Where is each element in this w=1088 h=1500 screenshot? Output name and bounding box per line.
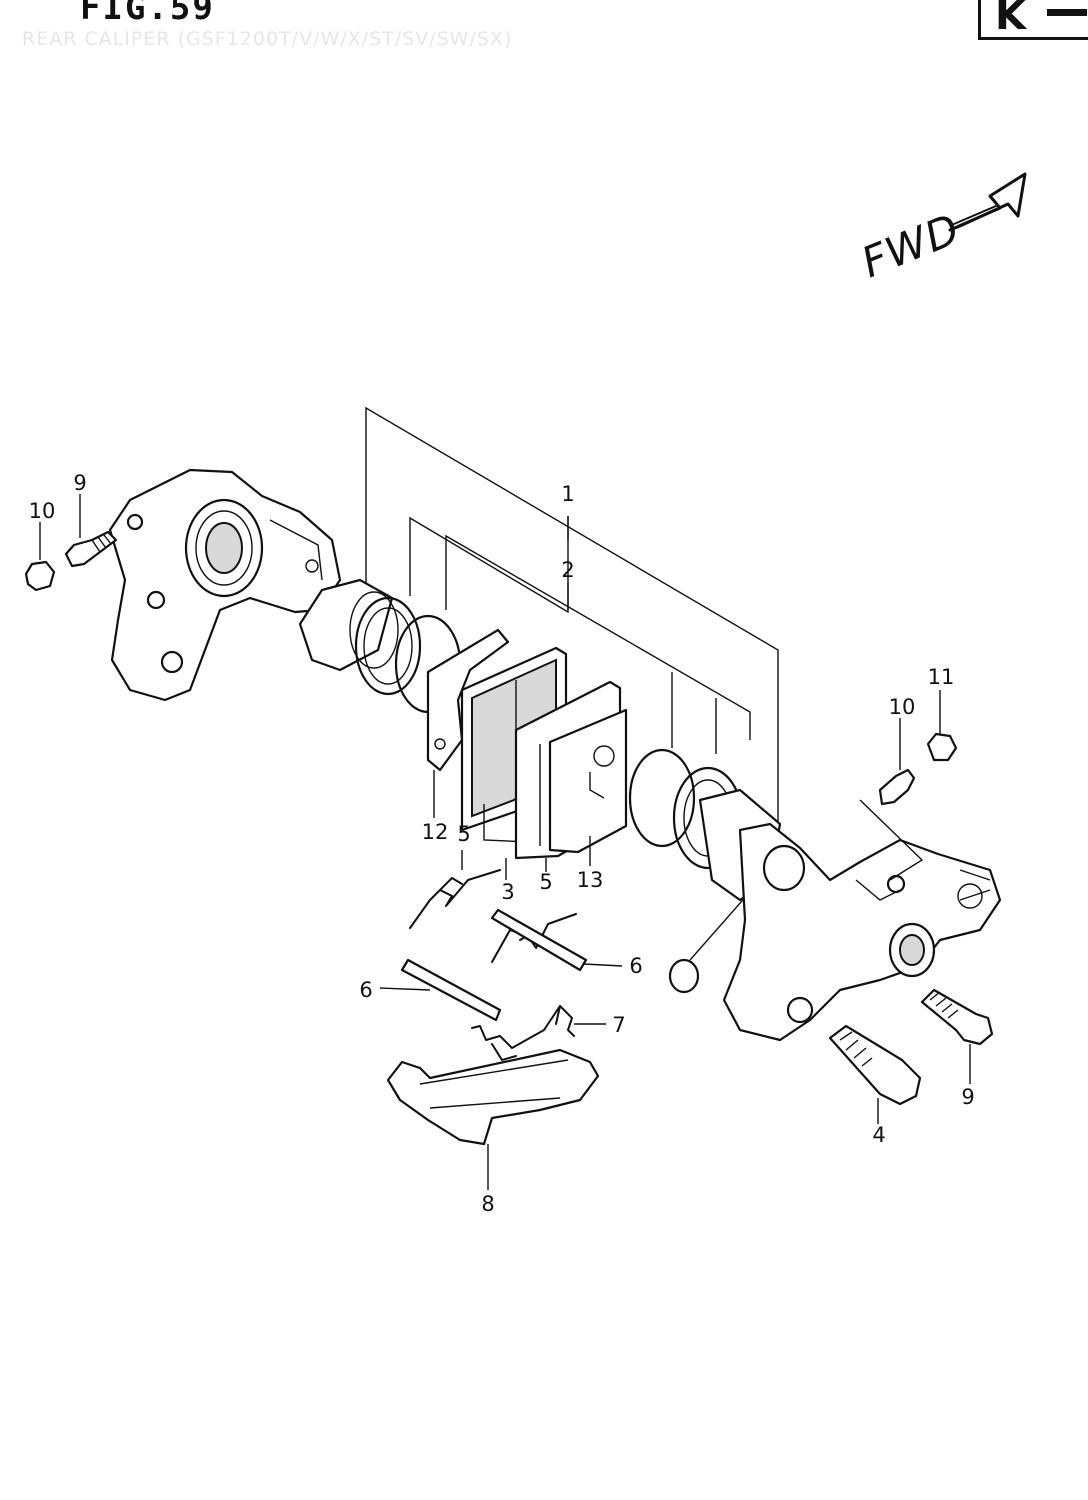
callout-9-left: 9 xyxy=(73,471,87,495)
section-box: K xyxy=(978,0,1088,40)
callout-7: 7 xyxy=(612,1013,626,1037)
pad-cover xyxy=(386,1048,600,1146)
forward-arrow-icon xyxy=(948,172,1027,232)
callout-9-right: 10 xyxy=(888,695,916,719)
pin-clip xyxy=(471,1005,575,1061)
pad-pin-upper xyxy=(490,908,588,972)
callout-5-lower: 5 xyxy=(539,870,553,894)
callout-1: 1 xyxy=(561,482,575,506)
pad-pin-lower xyxy=(400,958,502,1022)
piston-left xyxy=(298,578,399,672)
pad-spring-upper xyxy=(409,869,501,929)
section-dash xyxy=(1047,9,1087,16)
callout-10-left: 10 xyxy=(28,499,56,523)
assembly-brackets xyxy=(365,406,779,961)
callout-12: 13 xyxy=(576,868,604,892)
figure-subtitle: REAR CALIPER (GSF1200T/V/W/X/ST/SV/SW/SX… xyxy=(22,28,513,50)
cap-left xyxy=(24,560,56,592)
callout-6-right: 6 xyxy=(629,954,643,978)
callout-2: 2 xyxy=(561,558,575,582)
callout-4: 4 xyxy=(872,1123,886,1147)
mounting-bolt xyxy=(920,988,994,1046)
seal-right-outer xyxy=(628,748,696,848)
callout-3: 3 xyxy=(501,880,515,904)
leader-lines xyxy=(39,494,971,1190)
caliper-left-half xyxy=(108,468,342,702)
section-code: K xyxy=(995,0,1026,39)
callout-5-upper: 5 xyxy=(457,822,471,846)
bleeder-screw-left xyxy=(64,530,118,568)
callout-6-left: 6 xyxy=(359,978,373,1002)
slide-pin xyxy=(828,1024,922,1106)
bleeder-screw-right xyxy=(878,768,916,806)
callout-13: 9 xyxy=(961,1085,975,1109)
washer xyxy=(668,958,700,994)
brake-pad-right xyxy=(514,680,628,860)
cap-right xyxy=(926,732,958,762)
seal-left-outer xyxy=(354,596,422,696)
fwd-indicator: FWD xyxy=(850,158,1050,308)
callout-11: 12 xyxy=(421,820,449,844)
figure-title: FIG.59 xyxy=(80,0,215,28)
callout-10-right: 11 xyxy=(927,665,955,689)
shim-left xyxy=(426,628,510,772)
callout-8: 8 xyxy=(481,1192,495,1216)
caliper-right-half xyxy=(722,799,1002,1042)
